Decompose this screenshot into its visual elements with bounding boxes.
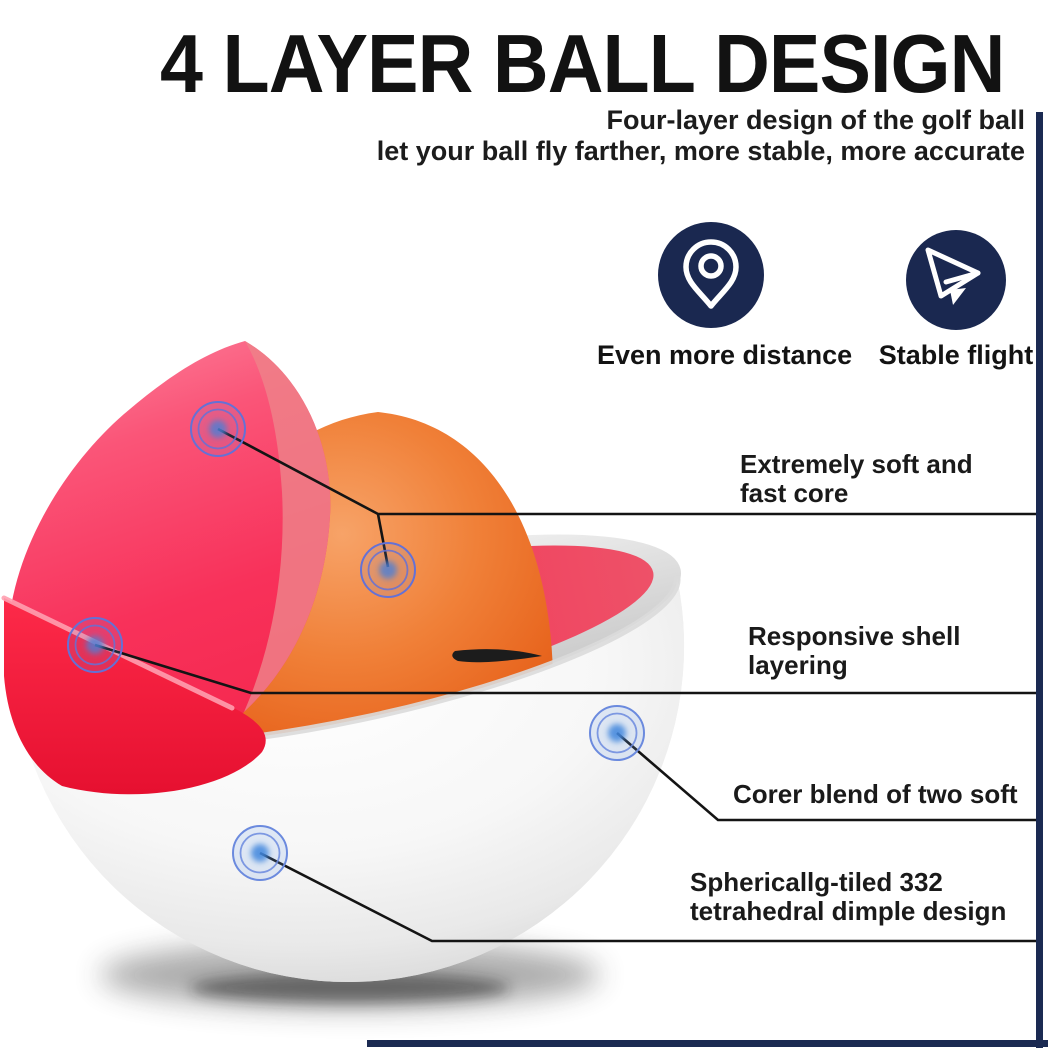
page-subtitle: Four-layer design of the golf ball let y… <box>377 105 1025 167</box>
subtitle-line-2: let your ball fly farther, more stable, … <box>376 136 1025 166</box>
layer-marker-2 <box>360 542 416 598</box>
page-title: 4 LAYER BALL DESIGN <box>160 17 1005 110</box>
frame-right-line <box>1036 112 1043 1048</box>
callout-shell: Responsive shell layering <box>748 622 960 680</box>
feature-distance-badge <box>658 222 764 328</box>
layer-marker-3 <box>67 617 123 673</box>
callout-blend: Corer blend of two soft <box>733 780 1018 809</box>
callout-line-core-branch <box>376 513 390 568</box>
feature-flight-label: Stable flight <box>878 340 1034 370</box>
paper-plane-icon <box>925 247 981 305</box>
callout-shell-line-1: Responsive shell <box>748 621 961 651</box>
callout-line-dimple <box>259 851 1036 943</box>
layer-marker-4 <box>589 705 645 761</box>
callout-core: Extremely soft and fast core <box>740 450 973 508</box>
callout-lines <box>94 427 1036 943</box>
callout-dimple-line-2: tetrahedral dimple design <box>690 896 1007 926</box>
callout-dimple-line-1: Sphericallg-tiled 332 <box>690 867 943 897</box>
layer-marker-1 <box>190 401 246 457</box>
callout-dimple: Sphericallg-tiled 332 tetrahedral dimple… <box>690 868 1006 926</box>
feature-flight-badge <box>906 230 1006 330</box>
callout-core-line-1: Extremely soft and <box>740 449 973 479</box>
callout-core-line-2: fast core <box>740 478 849 508</box>
callout-line-blend <box>616 732 1036 822</box>
layer-markers <box>67 401 645 881</box>
location-pin-icon <box>683 239 739 309</box>
frame-bottom-line <box>367 1040 1048 1047</box>
layer-marker-5 <box>232 825 288 881</box>
feature-distance-label: Even more distance <box>597 340 853 370</box>
brand-swoosh-logo <box>452 649 542 663</box>
subtitle-line-1: Four-layer design of the golf ball <box>606 105 1025 135</box>
callout-shell-line-2: layering <box>748 650 848 680</box>
callout-blend-line-1: Corer blend of two soft <box>733 779 1018 809</box>
callout-line-shell <box>94 643 1036 695</box>
